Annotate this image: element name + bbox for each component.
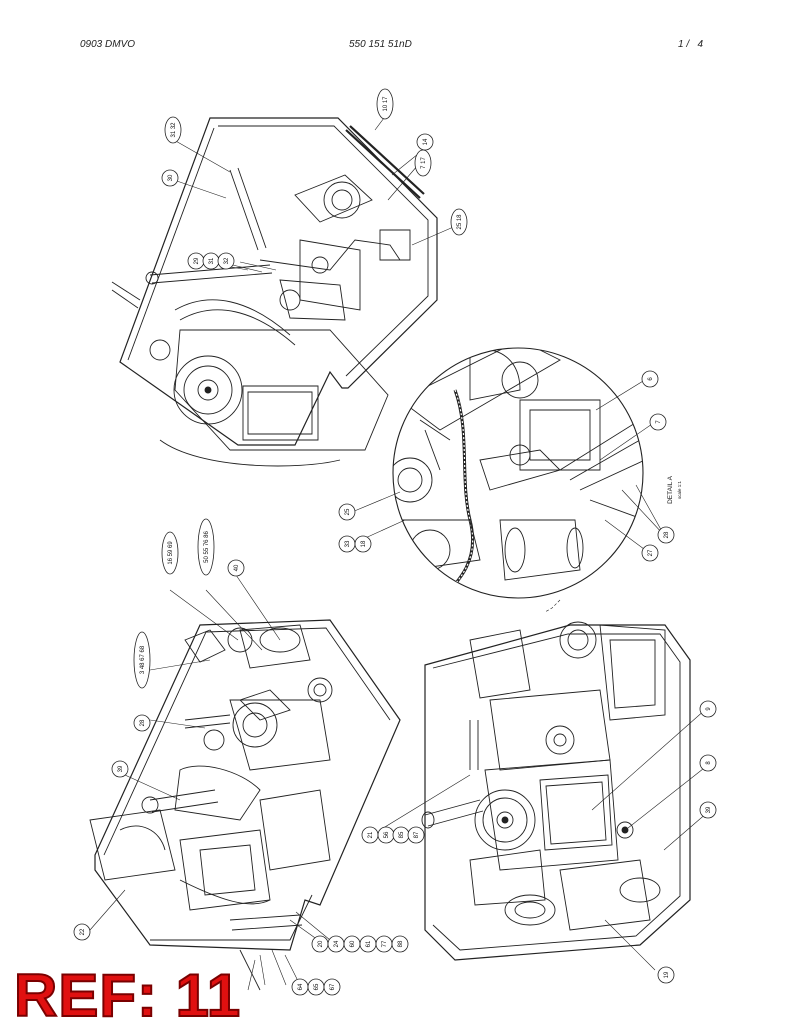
callout-label: 24 <box>334 940 340 947</box>
callout-label: 27 <box>648 549 654 556</box>
callout-label: 31 <box>209 257 215 264</box>
callout-label: 64 <box>298 983 304 990</box>
callout-bubble: 60 <box>343 935 361 953</box>
callout-bubble: 88 <box>391 935 409 953</box>
callout-bubble: 20 <box>311 935 329 953</box>
document-code: 0903 DMVO <box>80 39 136 50</box>
callout-label: 60 <box>350 940 356 947</box>
callout-label: 67 <box>330 983 336 990</box>
callout-label: 56 <box>384 831 390 838</box>
callout-bubble: 29 <box>187 252 205 270</box>
callout-label: 20 <box>318 940 324 947</box>
detail-title: DETAIL A <box>667 475 674 503</box>
callout-bubble: 19 <box>657 966 675 984</box>
page-separator: / <box>686 39 690 50</box>
callout-label: 88 <box>398 940 404 947</box>
callout-bubble: 21 <box>361 826 379 844</box>
callout-bubble: 28 <box>657 526 675 544</box>
part-number: 550 151 51nD <box>349 39 412 50</box>
callout-bubble: 30 <box>161 169 179 187</box>
callout-label: 65 <box>314 983 320 990</box>
callout-bubble: 6 <box>641 370 659 388</box>
callout-label: 19 <box>664 971 670 978</box>
callout-bubble: 28 <box>133 714 151 732</box>
callout-bubble: 67 <box>323 978 341 996</box>
callout-label: 77 <box>382 940 388 947</box>
callout-label: 18 <box>361 540 367 547</box>
left-assembly-view <box>89 574 401 991</box>
callout-label: 16 59 69 <box>168 541 174 565</box>
callout-bubble: 24 <box>327 935 345 953</box>
callout-label: 6 <box>648 377 654 381</box>
callout-label: 39 <box>118 765 124 772</box>
callout-label: 9 <box>706 707 712 711</box>
callout-bubble: 39 <box>699 801 717 819</box>
callout-label: 21 <box>368 831 374 838</box>
callout-label: 7 <box>656 420 662 424</box>
callout-label: 10 17 <box>383 96 389 112</box>
ref-stamp: REF: 11 <box>13 962 242 1029</box>
callout-bubble: 50 55 76 86 <box>197 518 215 576</box>
right-view-callouts: 9 8 39 21 56 85 87 19 <box>361 700 717 984</box>
page-number: 1 <box>678 39 684 50</box>
callout-label: 61 <box>366 940 372 947</box>
callout-label: 30 <box>168 174 174 181</box>
right-assembly-view <box>379 621 709 971</box>
callout-bubble: 14 <box>416 133 434 151</box>
callout-label: 28 <box>664 531 670 538</box>
callout-bubble: 7 <box>649 413 667 431</box>
callout-bubble: 87 <box>407 826 425 844</box>
detail-scale: scale 1:1 <box>677 480 682 499</box>
callout-label: 22 <box>80 928 86 935</box>
callout-label: 8 <box>706 761 712 765</box>
callout-bubble: 25 <box>338 503 356 521</box>
callout-label: 85 <box>399 831 405 838</box>
callout-label: 39 <box>706 806 712 813</box>
callout-bubble: 10 17 <box>376 88 394 120</box>
callout-bubble: 31 32 <box>164 116 182 144</box>
callout-bubble: 77 <box>375 935 393 953</box>
callout-bubble: 61 <box>359 935 377 953</box>
callout-label: 29 <box>194 257 200 264</box>
callout-bubble: 7 17 <box>414 149 432 177</box>
callout-bubble: 85 <box>392 826 410 844</box>
callout-label: 25 18 <box>457 214 463 230</box>
top-view-callouts: 10 17 31 32 30 14 7 17 25 18 29 31 32 <box>161 88 468 270</box>
callout-label: 31 32 <box>171 122 177 138</box>
callout-label: 87 <box>414 831 420 838</box>
left-view-callouts: 16 59 69 50 55 76 86 40 3 48 67 68 28 39… <box>73 518 409 996</box>
callout-bubble: 22 <box>73 923 91 941</box>
page-total: 4 <box>697 39 704 50</box>
callout-label: 32 <box>224 257 230 264</box>
callout-bubble: 16 59 69 <box>161 531 179 575</box>
callout-label: 40 <box>234 564 240 571</box>
callout-label: 7 17 <box>421 157 427 169</box>
callout-bubble: 32 <box>217 252 235 270</box>
callout-bubble: 9 <box>699 700 717 718</box>
top-assembly-view <box>111 117 459 467</box>
callout-label: 28 <box>140 719 146 726</box>
callout-bubble: 39 <box>111 760 129 778</box>
callout-label: 3 48 67 68 <box>140 645 146 674</box>
callout-bubble: 31 <box>202 252 220 270</box>
callout-bubble: 27 <box>641 544 659 562</box>
callout-bubble: 64 <box>291 978 309 996</box>
callout-bubble: 8 <box>699 754 717 772</box>
page-indicator: 1 / 4 <box>678 39 703 50</box>
callout-bubble: 33 <box>338 535 356 553</box>
callout-bubble: 18 <box>354 535 372 553</box>
callout-bubble: 56 <box>377 826 395 844</box>
callout-label: 25 <box>345 508 351 515</box>
callout-label: 14 <box>423 138 429 145</box>
callout-label: 33 <box>345 540 351 547</box>
detail-a-view: DETAIL A scale 1:1 6 7 28 27 25 33 18 <box>338 347 682 613</box>
callout-bubble: 25 18 <box>450 208 468 236</box>
callout-bubble: 3 48 67 68 <box>133 631 151 689</box>
callout-bubble: 40 <box>227 559 245 577</box>
callout-bubble: 65 <box>307 978 325 996</box>
callout-label: 50 55 76 86 <box>204 530 210 562</box>
